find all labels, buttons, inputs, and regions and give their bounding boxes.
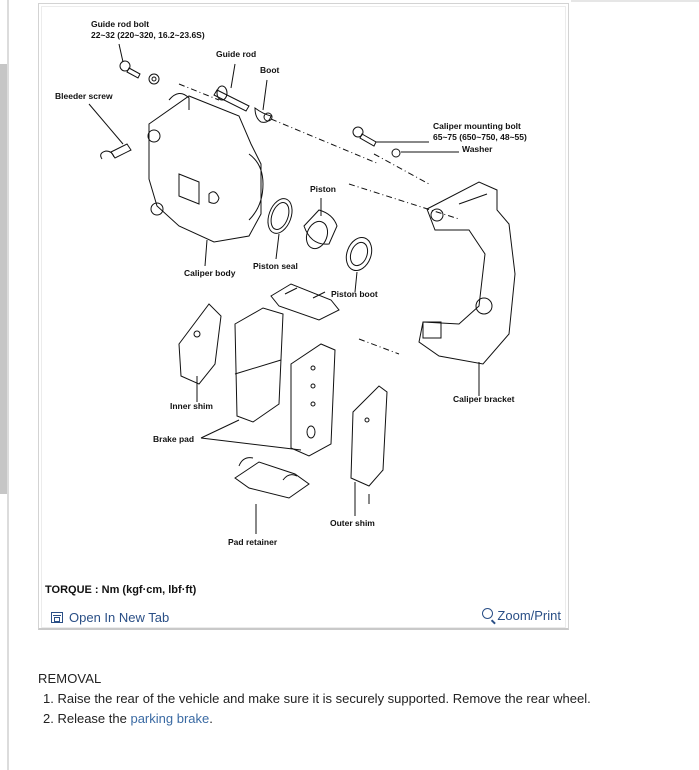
removal-step: 1. Raise the rear of the vehicle and mak…	[38, 689, 591, 709]
torque-note: TORQUE : Nm (kgf·cm, lbf·ft)	[45, 584, 197, 596]
label-inner-shim: Inner shim	[170, 401, 213, 411]
brake-caliper-exploded-diagram[interactable]: Guide rod bolt 22~32 (220~320, 16.2~23.6…	[39, 4, 570, 584]
page-left-scroll-track[interactable]	[0, 0, 9, 770]
label-bleeder-screw: Bleeder screw	[55, 91, 113, 101]
step-number: 2.	[43, 711, 54, 726]
open-in-new-tab-label: Open In New Tab	[69, 610, 170, 625]
pad-retainer-top-drawing	[270, 283, 340, 321]
piston-assembly-drawing	[267, 198, 373, 271]
label-pad-retainer: Pad retainer	[228, 537, 278, 547]
label-piston-seal: Piston seal	[253, 261, 298, 271]
step-text: Raise the rear of the vehicle and make s…	[57, 691, 591, 706]
outer-shim-drawing	[350, 385, 388, 487]
label-guide-rod-bolt: Guide rod bolt	[91, 19, 149, 29]
removal-step: 2. Release the parking brake.	[38, 709, 591, 729]
guide-rod-drawing	[213, 85, 273, 123]
caliper-body-drawing	[147, 93, 264, 243]
removal-steps: 1. Raise the rear of the vehicle and mak…	[38, 689, 591, 729]
parking-brake-link[interactable]: parking brake	[130, 711, 210, 726]
brake-pads-drawing	[234, 307, 336, 457]
new-tab-icon	[51, 612, 63, 623]
label-guide-rod-bolt-torque: 22~32 (220~320, 16.2~23.6S)	[91, 30, 205, 40]
label-outer-shim: Outer shim	[330, 518, 375, 528]
step-text: Release the	[57, 711, 131, 726]
zoom-print-link[interactable]: Zoom/Print	[482, 608, 561, 623]
step-text-end: .	[209, 711, 213, 726]
label-guide-rod: Guide rod	[216, 49, 256, 59]
label-caliper-mounting-bolt: Caliper mounting bolt	[433, 121, 521, 131]
caliper-mounting-bolt-drawing	[352, 126, 401, 158]
zoom-icon	[482, 608, 494, 619]
pad-retainer-bottom-drawing	[234, 457, 310, 499]
scrollbar-thumb[interactable]	[0, 64, 7, 494]
label-piston-boot: Piston boot	[331, 289, 378, 299]
label-piston: Piston	[310, 184, 336, 194]
label-boot: Boot	[260, 65, 280, 75]
guide-rod-bolt-drawing	[119, 60, 160, 85]
diagram-card: Guide rod bolt 22~32 (220~320, 16.2~23.6…	[38, 3, 569, 630]
open-in-new-tab-link[interactable]: Open In New Tab	[51, 610, 169, 625]
inner-shim-drawing	[178, 303, 222, 385]
zoom-print-label: Zoom/Print	[497, 608, 561, 623]
top-divider	[571, 0, 699, 2]
diagram-frame	[41, 6, 566, 628]
label-brake-pad: Brake pad	[153, 434, 194, 444]
label-caliper-bracket: Caliper bracket	[453, 394, 515, 404]
label-caliper-body: Caliper body	[184, 268, 236, 278]
caliper-bracket-drawing	[418, 181, 516, 365]
label-caliper-mounting-bolt-torque: 65~75 (650~750, 48~55)	[433, 132, 527, 142]
removal-section: REMOVAL 1. Raise the rear of the vehicle…	[38, 671, 591, 729]
removal-heading: REMOVAL	[38, 671, 102, 686]
bleeder-screw-drawing	[100, 143, 132, 160]
label-washer: Washer	[462, 144, 493, 154]
step-number: 1.	[43, 691, 54, 706]
scroll-track-line	[7, 0, 9, 770]
diagram-footer: Open In New Tab Zoom/Print	[39, 607, 568, 629]
